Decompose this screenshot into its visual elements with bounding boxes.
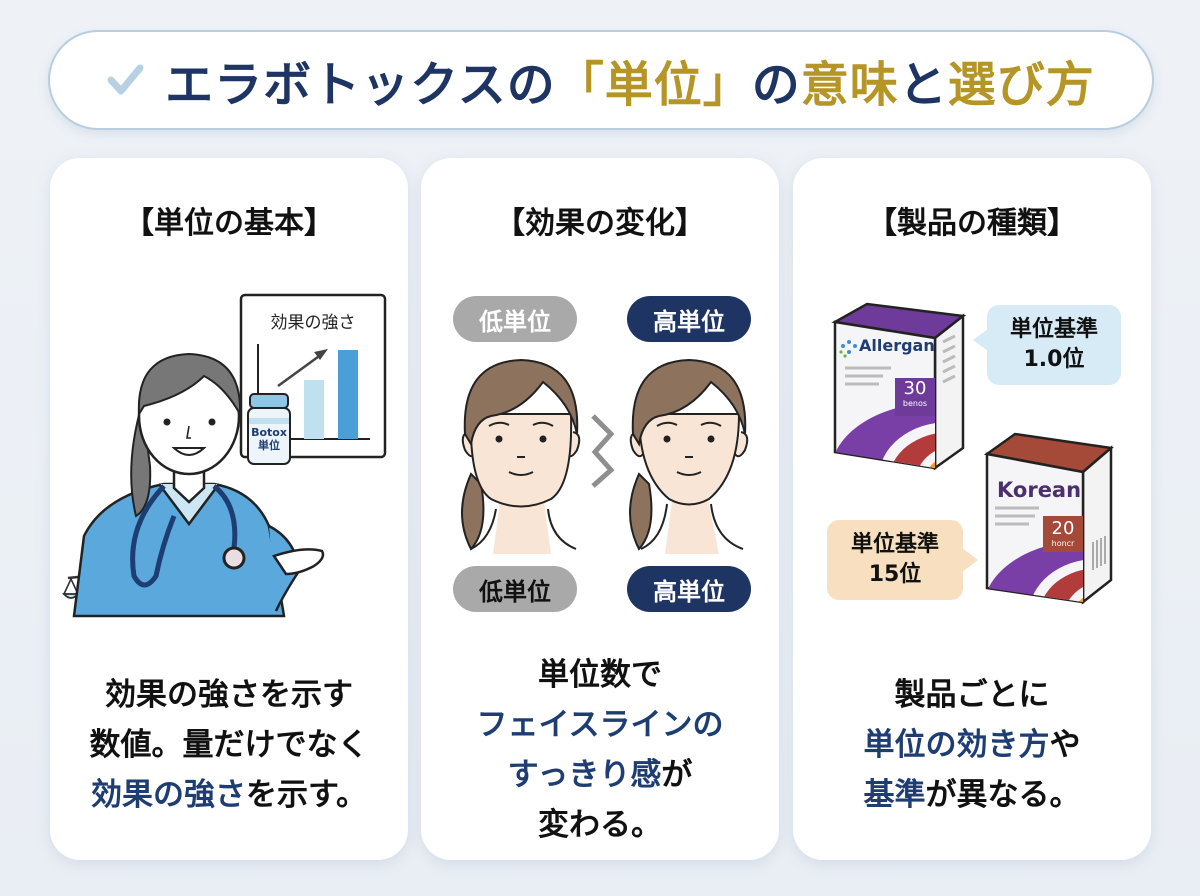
allergan-sub: benos <box>902 399 928 408</box>
vial-icon <box>247 393 291 465</box>
allergan-brand: Allergan <box>859 336 935 355</box>
face-after-icon <box>629 358 749 554</box>
card-effect-change: 【効果の変化】 低単位 高単位 低 <box>421 158 779 860</box>
high-unit-badge-bottom: 高単位 <box>627 566 751 612</box>
checkmark-icon <box>107 64 144 95</box>
card-unit-basics: 【単位の基本】 効果の強さ <box>50 158 408 860</box>
card-heading: 【製品の種類】 <box>867 206 1077 241</box>
card-description: 製品ごとに 単位の効き方や 基準が異なる。 <box>863 677 1081 813</box>
nurse-icon <box>72 352 325 618</box>
korean-unit-bubble: 単位基準 15位 <box>827 520 963 600</box>
korean-sub: honcr <box>1051 539 1075 548</box>
page-title: エラボトックスの「単位」の意味と選び方 <box>165 57 1095 113</box>
korean-number: 20 <box>1051 518 1075 539</box>
low-unit-badge-top: 低単位 <box>453 296 577 342</box>
card-product-types: 【製品の種類】 Allergan 30 benos 単位基準 1.0位 <box>793 158 1151 860</box>
title-banner: エラボトックスの「単位」の意味と選び方 <box>48 30 1154 130</box>
vial-label: Botox 単位 <box>251 426 287 452</box>
allergan-number: 30 <box>903 378 927 399</box>
card-heading: 【効果の変化】 <box>495 206 705 241</box>
zigzag-arrow-icon <box>591 414 615 488</box>
face-before-icon <box>461 358 581 554</box>
korean-brand: Korean <box>997 478 1082 502</box>
bubble-pointer-icon <box>973 328 989 352</box>
card-description: 単位数で フェイスラインの すっきり感が 変わる。 <box>476 657 724 843</box>
chart-label: 効果の強さ <box>270 313 356 333</box>
allergan-unit-bubble: 単位基準 1.0位 <box>987 305 1121 385</box>
card-heading: 【単位の基本】 <box>124 206 334 241</box>
high-unit-badge-top: 高単位 <box>627 296 751 342</box>
allergan-box-icon <box>831 302 967 471</box>
korean-box-icon <box>983 432 1114 605</box>
bubble-pointer-icon <box>962 548 978 572</box>
low-unit-badge-bottom: 低単位 <box>453 566 577 612</box>
stethoscope-icon <box>130 484 177 588</box>
card-description: 効果の強さを示す 数値。量だけでなく 効果の強さを示す。 <box>89 677 369 813</box>
